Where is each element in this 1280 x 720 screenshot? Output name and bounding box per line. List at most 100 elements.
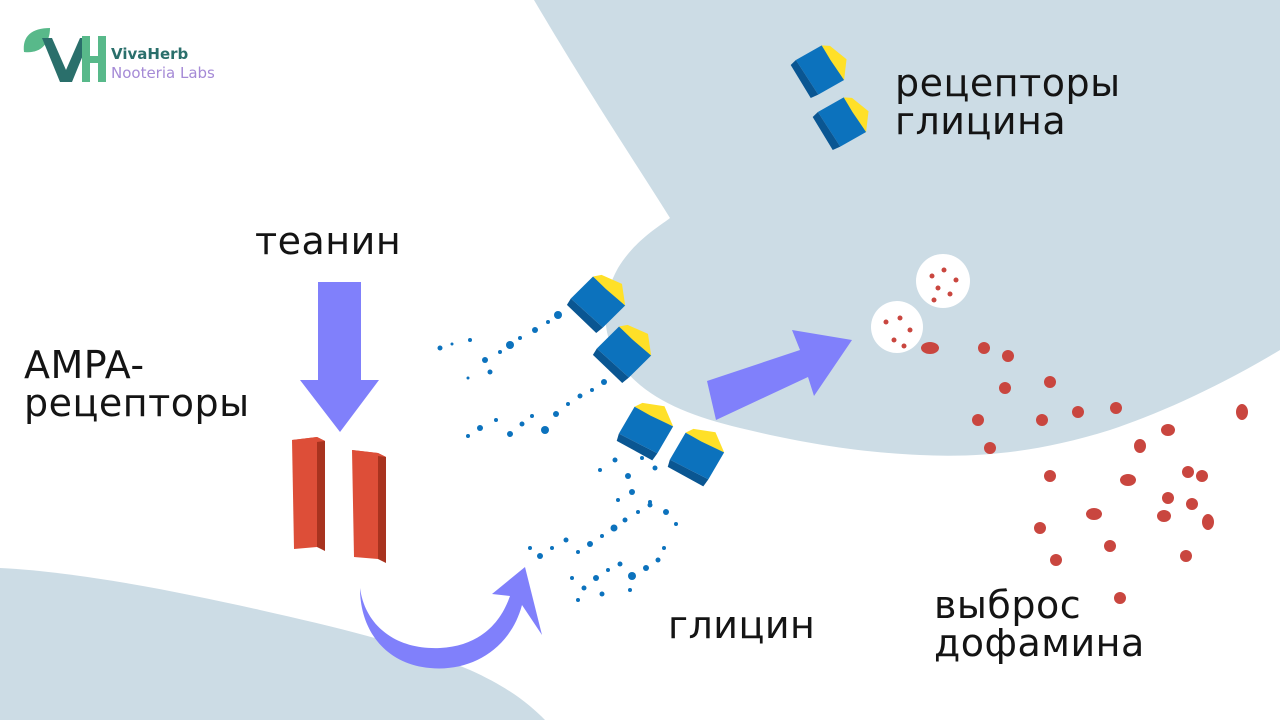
dopamine-molecule (1072, 406, 1084, 418)
lower-neuron (0, 568, 545, 720)
dopamine-molecule (1161, 424, 1175, 436)
glycine-molecule (518, 336, 522, 340)
vesicle-dopamine-molecule (897, 315, 903, 321)
vesicle-dopamine-molecule (883, 319, 889, 325)
glycine-molecule (468, 338, 472, 342)
brand-subtitle: Nooteria Labs (111, 64, 215, 82)
dopamine-molecule (999, 382, 1011, 394)
glycine-molecule (655, 557, 661, 563)
glycine-molecule (498, 350, 502, 354)
dopamine-molecule (1044, 470, 1056, 482)
glycine-molecule (629, 489, 635, 495)
glycine-molecule (616, 498, 620, 502)
glycine-molecule (628, 588, 632, 592)
curved-arrow (360, 567, 542, 669)
glycine-molecule (598, 468, 602, 472)
glycine-molecule (652, 465, 658, 471)
dopamine-molecule (1157, 510, 1171, 522)
dopamine-molecule (1162, 492, 1174, 504)
diagonal-arrow (707, 330, 852, 420)
dopamine-molecule (1104, 540, 1116, 552)
dopamine-molecule (1036, 414, 1048, 426)
glycine-molecule (477, 425, 483, 431)
glycine-molecule (466, 376, 470, 380)
glycine-molecule (563, 537, 569, 543)
vesicle-dopamine-molecule (891, 337, 897, 343)
glycine-molecule (628, 572, 636, 580)
glycine-molecule (622, 517, 628, 523)
glycine-molecule (662, 546, 666, 550)
glycine-molecule (487, 369, 493, 375)
dopamine-molecule (1202, 514, 1214, 530)
logo-h-bar (82, 56, 106, 63)
leaf-icon (23, 28, 50, 53)
glycine-molecule (663, 509, 669, 515)
dopamine-molecule (1134, 439, 1146, 453)
glycine-molecule (519, 421, 525, 427)
glycine-receptors-label-line2: глицина (895, 99, 1067, 143)
glycine-molecule (593, 575, 599, 581)
glycine-molecule (610, 524, 618, 532)
glycine-molecule (599, 591, 605, 597)
glycine-molecule (587, 541, 593, 547)
vivaherb-logo (23, 28, 106, 82)
vesicle-dopamine-molecule (935, 285, 941, 291)
vesicle-dopamine-molecule (953, 277, 959, 283)
dopamine-molecule (1186, 498, 1198, 510)
glycine-molecule (541, 426, 549, 434)
glycine-molecule (674, 522, 678, 526)
dopamine-molecule (921, 342, 939, 354)
vesicle-dopamine-molecule (907, 327, 913, 333)
glycine-receptors-label: рецепторы глицина (895, 64, 1121, 140)
logo-v (42, 38, 90, 82)
glycine-molecule (466, 434, 470, 438)
glycine-molecule (553, 411, 559, 417)
vesicle (916, 254, 970, 308)
glycine-molecule (576, 598, 580, 602)
dopamine-molecule (1180, 550, 1192, 562)
glycine-molecule (590, 388, 594, 392)
upper-neuron (534, 0, 1280, 456)
dopamine-molecule (1110, 402, 1122, 414)
dopamine-molecule (978, 342, 990, 354)
dopamine-molecule (1182, 466, 1194, 478)
dopamine-molecule (1002, 350, 1014, 362)
glycine-molecule (532, 327, 538, 333)
dopamine-molecule (1120, 474, 1136, 486)
ampa-receptors-label-line2: рецепторы (24, 381, 250, 425)
glycine-molecule (576, 550, 580, 554)
glycine-molecule (437, 345, 443, 351)
glycine-molecule (648, 500, 652, 504)
dopamine-molecule (1050, 554, 1062, 566)
ampa-receptors-label-line1: AMPA- (24, 343, 145, 387)
glycine-molecule (546, 320, 550, 324)
vesicle-dopamine-molecule (929, 273, 935, 279)
dopamine-molecule (1236, 404, 1248, 420)
ampa-receptor (352, 450, 386, 563)
glycine-molecule (606, 568, 610, 572)
glycine-molecule (537, 553, 543, 559)
vesicle-dopamine-molecule (941, 267, 947, 273)
vesicle-dopamine-molecule (947, 291, 953, 297)
glycine-molecule (643, 565, 649, 571)
glycine-molecule (581, 585, 587, 591)
glycine-molecule (528, 546, 532, 550)
glycine-molecule (640, 456, 644, 460)
dopamine-release-label: выброс дофамина (934, 586, 1145, 662)
vesicle-dopamine-molecule (901, 343, 907, 349)
glycine-molecule (570, 576, 574, 580)
glycine-molecule (530, 414, 534, 418)
ampa-receptors-label: AMPA- рецепторы (24, 346, 250, 422)
glycine-molecule (550, 546, 554, 550)
vesicle-dopamine-molecule (931, 297, 937, 303)
glycine-molecule (506, 341, 514, 349)
dopamine-molecule (1086, 508, 1102, 520)
dopamine-molecule (1196, 470, 1208, 482)
glycine-molecule (566, 402, 570, 406)
ampa-receptor (292, 437, 325, 551)
glycine-molecule (450, 342, 454, 346)
glycine-molecule (617, 561, 623, 567)
dopamine-molecule (1044, 376, 1056, 388)
glycine-molecule (554, 311, 562, 319)
